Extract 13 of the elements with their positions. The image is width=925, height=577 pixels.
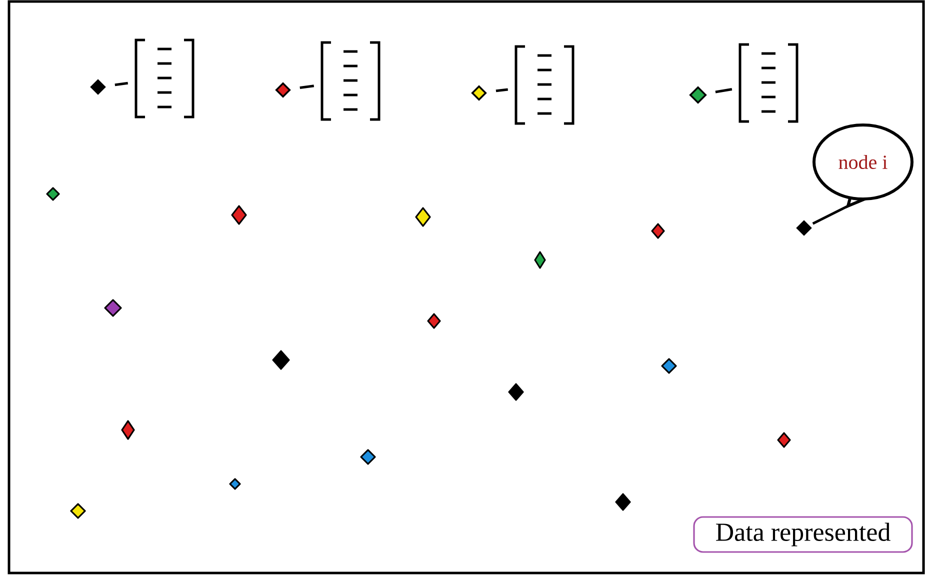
connector-line — [812, 204, 849, 225]
connector-line — [300, 84, 314, 89]
diamond-marker — [689, 86, 707, 104]
speech-bubble: node i — [812, 124, 914, 209]
connector-line — [715, 88, 732, 94]
diamond-marker — [275, 82, 291, 98]
diamond-marker — [471, 85, 487, 101]
connector-line — [496, 88, 508, 92]
label-box: Data represented — [693, 516, 913, 553]
diamond-marker — [796, 220, 812, 236]
diamond-marker — [90, 79, 106, 95]
connector-line — [114, 82, 128, 86]
node-label: node i — [838, 154, 888, 170]
